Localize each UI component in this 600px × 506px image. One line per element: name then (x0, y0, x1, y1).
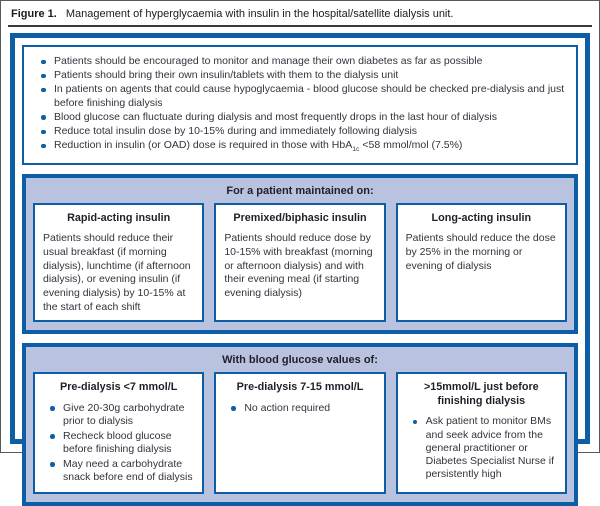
box-body: Patients should reduce dose by 10-15% wi… (224, 232, 373, 300)
insulin-columns: Rapid-acting insulin Patients should red… (33, 203, 567, 323)
bullet-icon (41, 143, 46, 149)
box-body: Patients should reduce the dose by 25% i… (405, 232, 556, 272)
premixed-biphasic-insulin-box: Premixed/biphasic insulin Patients shoul… (214, 203, 386, 323)
glucose-list-item: May need a carbohydrate snack before end… (43, 458, 194, 484)
bullet-icon (50, 434, 55, 439)
main-panel: Patients should be encouraged to monitor… (10, 33, 590, 506)
bullet-icon (41, 129, 46, 135)
glucose-list-item: No action required (224, 402, 375, 415)
glucose-list-item-text: May need a carbohydrate snack before end… (63, 457, 193, 483)
advice-list-item-text: Patients should be encouraged to monitor… (54, 55, 483, 67)
glucose-columns: Pre-dialysis <7 mmol/L Give 20-30g carbo… (33, 372, 567, 494)
bullet-icon (412, 419, 418, 425)
bullet-icon (41, 87, 46, 93)
pre-dialysis-low-box: Pre-dialysis <7 mmol/L Give 20-30g carbo… (33, 372, 205, 494)
rapid-acting-insulin-box: Rapid-acting insulin Patients should red… (33, 203, 205, 323)
high-glucose-box: >15mmol/L just before finishing dialysis… (395, 372, 567, 494)
bullet-icon (41, 73, 46, 79)
bullet-icon (41, 59, 46, 64)
insulin-section-header: For a patient maintained on: (226, 185, 374, 197)
glucose-list-item-text: Give 20-30g carbohydrate prior to dialys… (63, 401, 185, 428)
box-title: Premixed/biphasic insulin (233, 212, 367, 224)
figure-caption: Figure 1. Management of hyperglycaemia wi… (1, 1, 599, 25)
advice-list-item-text: Patients should bring their own insulin/… (54, 69, 399, 82)
general-advice-list: Patients should be encouraged to monitor… (32, 55, 566, 155)
glucose-high-list: Ask patient to monitor BMs and seek advi… (406, 415, 557, 481)
bullet-icon (41, 115, 46, 120)
advice-list-item-text: In patients on agents that could cause h… (54, 83, 565, 109)
glucose-section: With blood glucose values of: Pre-dialys… (22, 343, 578, 506)
figure-label: Figure 1. (11, 8, 57, 20)
box-title: >15mmol/L just before finishing dialysis (423, 381, 539, 407)
glucose-section-header: With blood glucose values of: (222, 354, 378, 367)
glucose-normal-list: No action required (224, 402, 375, 415)
advice-list-item: Patients should be encouraged to monitor… (32, 55, 566, 68)
glucose-list-item-text: No action required (244, 401, 331, 414)
general-advice-box: Patients should be encouraged to monitor… (22, 45, 578, 165)
advice-list-item: Blood glucose can fluctuate during dialy… (32, 111, 566, 124)
bullet-icon (50, 462, 55, 467)
advice-list-item: Reduction in insulin (or OAD) dose is re… (32, 139, 566, 155)
glucose-list-item-text: Ask patient to monitor BMs and seek advi… (425, 415, 555, 481)
advice-list-item: In patients on agents that could cause h… (32, 83, 566, 109)
box-title: Pre-dialysis <7 mmol/L (60, 381, 178, 394)
advice-list-item-text: Blood glucose can fluctuate during dialy… (54, 110, 497, 123)
box-title: Pre-dialysis 7-15 mmol/L (236, 381, 364, 394)
glucose-low-list: Give 20-30g carbohydrate prior to dialys… (43, 402, 194, 484)
pre-dialysis-normal-box: Pre-dialysis 7-15 mmol/L No action requi… (214, 372, 386, 494)
advice-list-item: Reduce total insulin dose by 10-15% duri… (32, 125, 566, 138)
insulin-section: For a patient maintained on: Rapid-actin… (22, 174, 578, 335)
advice-list-item-text: Reduction in insulin (or OAD) dose is re… (54, 139, 463, 154)
glucose-list-item: Recheck blood glucose before finishing d… (43, 430, 194, 456)
bullet-icon (50, 406, 55, 411)
box-title: Long-acting insulin (431, 212, 532, 224)
figure-title: Management of hyperglycaemia with insuli… (65, 8, 454, 20)
advice-list-item: Patients should bring their own insulin/… (32, 69, 566, 82)
glucose-list-item: Ask patient to monitor BMs and seek advi… (406, 415, 557, 481)
long-acting-insulin-box: Long-acting insulin Patients should redu… (395, 203, 567, 323)
box-body: Patients should reduce their usual break… (43, 232, 191, 313)
bullet-icon (231, 406, 236, 411)
glucose-list-item: Give 20-30g carbohydrate prior to dialys… (43, 402, 194, 428)
advice-list-item-text: Reduce total insulin dose by 10-15% duri… (54, 125, 418, 138)
glucose-list-item-text: Recheck blood glucose before finishing d… (63, 429, 172, 455)
caption-divider (8, 25, 592, 27)
box-title: Rapid-acting insulin (67, 212, 171, 224)
